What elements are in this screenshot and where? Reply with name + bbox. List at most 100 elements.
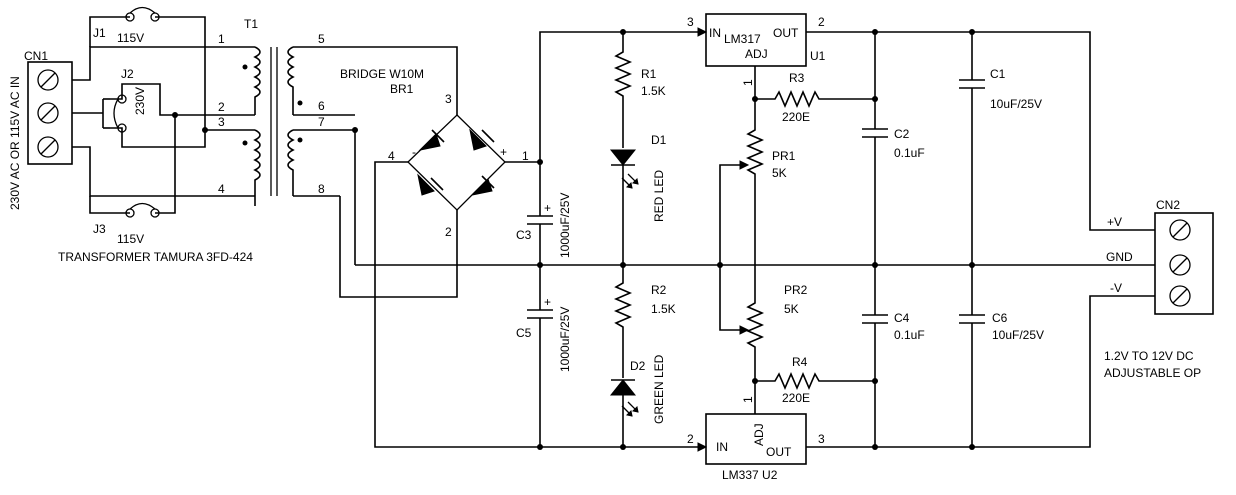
- c3-polarity: +: [544, 201, 551, 215]
- u1-ref: U1: [810, 49, 826, 63]
- t1-pin-5: 5: [318, 32, 325, 46]
- r3-value: 220E: [782, 110, 810, 124]
- d1-value: RED LED: [652, 170, 666, 222]
- d2-ref: D2: [630, 359, 646, 373]
- j2-value: 230V: [133, 87, 147, 115]
- cn2-pos-label: +V: [1107, 215, 1122, 229]
- output-note-line1: 1.2V TO 12V DC: [1104, 349, 1194, 363]
- u1-in-label: IN: [709, 26, 721, 40]
- u2-pin-out: 3: [818, 432, 825, 446]
- br1-plus: +: [500, 145, 507, 159]
- t1-pin-2: 2: [218, 100, 225, 114]
- pr2-potentiometer: [719, 265, 765, 381]
- cn2-gnd-label: GND: [1106, 250, 1133, 264]
- cn2-screw-terminal: [1169, 254, 1191, 276]
- cn2-neg-label: -V: [1110, 281, 1122, 295]
- t1-part-label: TRANSFORMER TAMURA 3FD-424: [58, 250, 253, 264]
- u1-adj-label: ADJ: [745, 47, 768, 61]
- c2-capacitor: [862, 32, 888, 265]
- pr2-ref: PR2: [784, 283, 808, 297]
- c3-value: 1000uF/25V: [558, 193, 572, 258]
- r3-resistor: [752, 66, 878, 109]
- c1-capacitor: [959, 32, 985, 265]
- br1-pin-3: 3: [445, 92, 452, 106]
- cn2-ref: CN2: [1156, 198, 1180, 212]
- c4-ref: C4: [894, 311, 910, 325]
- br1-diode: [418, 129, 445, 151]
- cn1-screw-terminal: [37, 69, 59, 91]
- u2-regulator: [705, 413, 807, 465]
- t1-pin-6: 6: [318, 99, 325, 113]
- c6-ref: C6: [992, 311, 1008, 325]
- t1-secondary-winding: [287, 46, 355, 197]
- t1-ref: T1: [244, 17, 258, 31]
- u2-out-label: OUT: [766, 445, 792, 459]
- t1-pin-8: 8: [318, 182, 325, 196]
- br1-diode: [417, 173, 444, 196]
- positive-rail: [806, 29, 1155, 231]
- r2-ref: R2: [651, 283, 667, 297]
- cn1-connector: [27, 61, 73, 165]
- cn1-input-label: 230V AC OR 115V AC IN: [8, 76, 22, 210]
- d2-light-arrows: [621, 401, 639, 417]
- br1-minus: -: [412, 145, 416, 159]
- t1-pin-3: 3: [218, 115, 225, 129]
- cn1-ref: CN1: [24, 49, 48, 63]
- output-note-line2: ADJUSTABLE OP: [1104, 366, 1201, 380]
- u2-in-label: IN: [716, 440, 728, 454]
- br1-ref: BR1: [390, 82, 414, 96]
- c1-ref: C1: [990, 67, 1006, 81]
- cn2-connector: [1154, 212, 1214, 315]
- j2-jumper: [110, 83, 206, 148]
- j1-jumper: [125, 6, 160, 22]
- r2-value: 1.5K: [651, 302, 676, 316]
- r4-ref: R4: [792, 355, 808, 369]
- j3-jumper: [125, 202, 160, 218]
- c4-value: 0.1uF: [894, 328, 925, 342]
- j1-ref: J1: [93, 26, 106, 40]
- t1-pin-4: 4: [218, 182, 225, 196]
- r2-resistor: [613, 265, 633, 378]
- bridge-output-wiring: [374, 31, 706, 448]
- br1-bridge: [407, 114, 506, 211]
- u1-pin-in: 3: [687, 15, 694, 29]
- d1-light-arrows: [621, 173, 639, 189]
- t1-primary-winding: [227, 46, 261, 206]
- c3-capacitor: [527, 210, 553, 265]
- br1-pin-1: 1: [522, 149, 529, 163]
- c5-value: 1000uF/25V: [558, 307, 572, 372]
- pr2-value: 5K: [784, 302, 799, 316]
- br1-pin-2: 2: [445, 225, 452, 239]
- j2-ref: J2: [121, 67, 134, 81]
- c1-value: 10uF/25V: [990, 97, 1042, 111]
- c3-ref: C3: [516, 228, 532, 242]
- t1-pin-7: 7: [318, 115, 325, 129]
- d2-led: [609, 379, 639, 447]
- j3-value: 115V: [117, 232, 144, 246]
- r4-resistor: [752, 371, 878, 414]
- r3-ref: R3: [789, 71, 805, 85]
- br1-diode: [469, 128, 495, 151]
- negative-rail: [806, 295, 1155, 450]
- c5-capacitor: [527, 265, 553, 447]
- d2-value: GREEN LED: [652, 354, 666, 424]
- secondary-wiring: [339, 46, 458, 298]
- cn1-screw-terminal: [37, 136, 59, 158]
- c2-value: 0.1uF: [894, 146, 925, 160]
- r4-value: 220E: [782, 391, 810, 405]
- d1-ref: D1: [651, 133, 667, 147]
- t1-core: [270, 47, 278, 196]
- r1-resistor: [613, 32, 633, 148]
- t1-pin-1: 1: [218, 32, 225, 46]
- r1-ref: R1: [641, 67, 657, 81]
- cn2-screw-terminal: [1169, 219, 1191, 241]
- cn1-screw-terminal: [37, 102, 59, 124]
- u2-pin-in: 2: [687, 432, 694, 446]
- br1-pin-4: 4: [388, 149, 395, 163]
- d1-led: [609, 149, 639, 265]
- c5-ref: C5: [516, 326, 532, 340]
- br1-title: BRIDGE W10M: [340, 67, 424, 81]
- c6-capacitor: [959, 265, 985, 447]
- pr1-value: 5K: [772, 166, 787, 180]
